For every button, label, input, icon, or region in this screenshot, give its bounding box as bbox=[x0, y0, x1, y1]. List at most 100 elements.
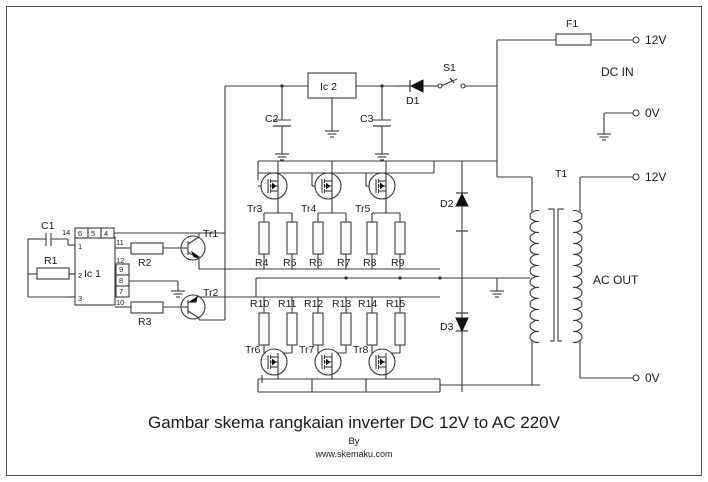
ic1-pin-11: 11 bbox=[116, 238, 124, 247]
resistor-r3-label: R3 bbox=[138, 316, 152, 328]
page-border bbox=[6, 6, 702, 476]
ic1-section: Ic 1 14 6 5 4 1 2 3 11 12 9 8 7 10 bbox=[27, 220, 225, 328]
terminal-acout-0v-node bbox=[632, 374, 640, 382]
ic1-pinbox-7 bbox=[115, 285, 130, 298]
resistor-r7-body bbox=[340, 221, 352, 255]
resistor-r9-label: R9 bbox=[391, 257, 405, 269]
terminal-dcin-12v-node bbox=[632, 36, 640, 44]
resistor-r4-body bbox=[258, 221, 270, 255]
diode-d2-body bbox=[455, 192, 469, 207]
ic1-pin-14: 14 bbox=[62, 228, 70, 237]
ac-out-group-label: AC OUT bbox=[593, 273, 639, 287]
diode-d1-body bbox=[409, 79, 424, 93]
terminal-dcin-0v-node bbox=[632, 109, 640, 117]
wire-tr1-collector bbox=[187, 236, 200, 245]
mosfet-tr7-label: Tr7 bbox=[299, 344, 315, 356]
ground-c3 bbox=[374, 147, 390, 161]
mosfet-tr4-label: Tr4 bbox=[301, 203, 317, 215]
resistor-r12-body bbox=[312, 312, 324, 346]
resistor-r6-label: R6 bbox=[309, 257, 323, 269]
resistor-r11-body bbox=[286, 312, 298, 346]
terminal-dcin-0v-label: 0V bbox=[645, 106, 660, 120]
bjt-tr2-symbol bbox=[180, 294, 206, 320]
ground-c2 bbox=[274, 147, 290, 161]
mosfet-tr3-label: Tr3 bbox=[247, 203, 263, 215]
resistor-r5-body bbox=[286, 221, 298, 255]
resistor-r4-label: R4 bbox=[255, 257, 269, 269]
transformer-t1-label: T1 bbox=[555, 168, 567, 180]
ic1-pin-3: 3 bbox=[78, 294, 82, 303]
lower-resistor-bank: R10 R11 R12 R13 R14 R15 bbox=[225, 296, 440, 354]
ic2-label: Ic 2 bbox=[320, 81, 337, 93]
ic1-pin-1: 1 bbox=[78, 242, 82, 251]
upper-mosfet-bank: Tr3 Tr4 Tr5 bbox=[247, 160, 497, 215]
mosfet-tr3-symbol bbox=[260, 172, 288, 200]
terminal-acout-12v-label: 12V bbox=[645, 170, 666, 184]
ic1-pin-2: 2 bbox=[78, 271, 82, 280]
diode-d3-label: D3 bbox=[440, 321, 454, 333]
junction-c3 bbox=[380, 84, 384, 88]
diode-d1-label: D1 bbox=[406, 95, 420, 107]
fuse-f1-body bbox=[555, 33, 592, 46]
resistor-r10-body bbox=[258, 312, 270, 346]
resistor-r10-label: R10 bbox=[250, 298, 269, 310]
cap-c1-label: C1 bbox=[41, 220, 55, 232]
diagram-title: Gambar skema rangkaian inverter DC 12V t… bbox=[148, 413, 561, 432]
cap-c3-label: C3 bbox=[360, 113, 374, 125]
ground-mid bbox=[489, 284, 505, 298]
clamp-diode-section: D2 D3 bbox=[440, 161, 469, 392]
terminal-dcin-12v-label: 12V bbox=[645, 33, 666, 47]
ic1-label: Ic 1 bbox=[84, 268, 101, 280]
mosfet-tr8-symbol bbox=[368, 348, 396, 376]
transformer-t1: T1 bbox=[496, 86, 666, 386]
terminal-acout-0v-label: 0V bbox=[645, 371, 660, 385]
dc-in-group-label: DC IN bbox=[601, 65, 634, 79]
resistor-r9-body bbox=[394, 221, 406, 255]
resistor-r3-body bbox=[130, 301, 164, 314]
middle-bus-section bbox=[255, 276, 505, 298]
upper-resistor-bank: R4 R5 R6 R7 R8 R9 bbox=[225, 212, 440, 270]
ic1-pin-8: 8 bbox=[119, 276, 123, 285]
resistor-r1-body bbox=[36, 267, 70, 280]
resistor-r8-body bbox=[366, 221, 378, 255]
mosfet-tr8-label: Tr8 bbox=[353, 344, 369, 356]
lower-mosfet-bank: Tr6 Tr7 Tr8 bbox=[245, 344, 540, 393]
ic2-body bbox=[307, 72, 357, 99]
ic1-pin-4: 4 bbox=[104, 229, 108, 238]
resistor-r2-body bbox=[130, 242, 164, 255]
wire-tr2-emitter bbox=[187, 310, 200, 319]
junction-c2 bbox=[280, 84, 284, 88]
fuse-f1-label: F1 bbox=[566, 18, 578, 30]
ground-ic2 bbox=[324, 124, 340, 138]
resistor-r15-body bbox=[394, 312, 406, 346]
regulator-section: Ic 2 C2 C3 bbox=[224, 72, 397, 253]
bjt-tr1-emitter-arrow bbox=[190, 250, 201, 258]
resistor-r6-body bbox=[312, 221, 324, 255]
dc-input-section: F1 12V DC IN 0V bbox=[496, 18, 666, 141]
resistor-r14-body bbox=[366, 312, 378, 346]
ground-ic1-pin8 bbox=[170, 284, 186, 298]
switch-s1-blade bbox=[440, 78, 458, 87]
ic1-pin-6: 6 bbox=[78, 229, 82, 238]
mosfet-tr5-symbol bbox=[368, 172, 396, 200]
coil-mask-secondary bbox=[562, 210, 573, 343]
by-label: By bbox=[348, 436, 359, 447]
mosfet-tr4-symbol bbox=[314, 172, 342, 200]
switch-diode-section: S1 D1 bbox=[397, 62, 497, 107]
bjt-tr2-label: Tr2 bbox=[203, 287, 219, 299]
resistor-r2-label: R2 bbox=[138, 257, 152, 269]
resistor-r15-label: R15 bbox=[386, 298, 405, 310]
resistor-r12-label: R12 bbox=[304, 298, 323, 310]
resistor-r8-label: R8 bbox=[363, 257, 377, 269]
resistor-r1-label: R1 bbox=[44, 255, 58, 267]
resistor-r13-body bbox=[340, 312, 352, 346]
ic1-pin-5: 5 bbox=[91, 229, 95, 238]
ic1-pin-10: 10 bbox=[116, 298, 124, 307]
ic1-pin-9: 9 bbox=[119, 265, 123, 274]
junction-mid-2 bbox=[398, 276, 402, 280]
resistor-r14-label: R14 bbox=[358, 298, 377, 310]
title-block: Gambar skema rangkaian inverter DC 12V t… bbox=[148, 413, 561, 459]
bjt-tr1-label: Tr1 bbox=[203, 228, 219, 240]
coil-mask-primary bbox=[539, 210, 550, 343]
mosfet-tr6-symbol bbox=[260, 348, 288, 376]
